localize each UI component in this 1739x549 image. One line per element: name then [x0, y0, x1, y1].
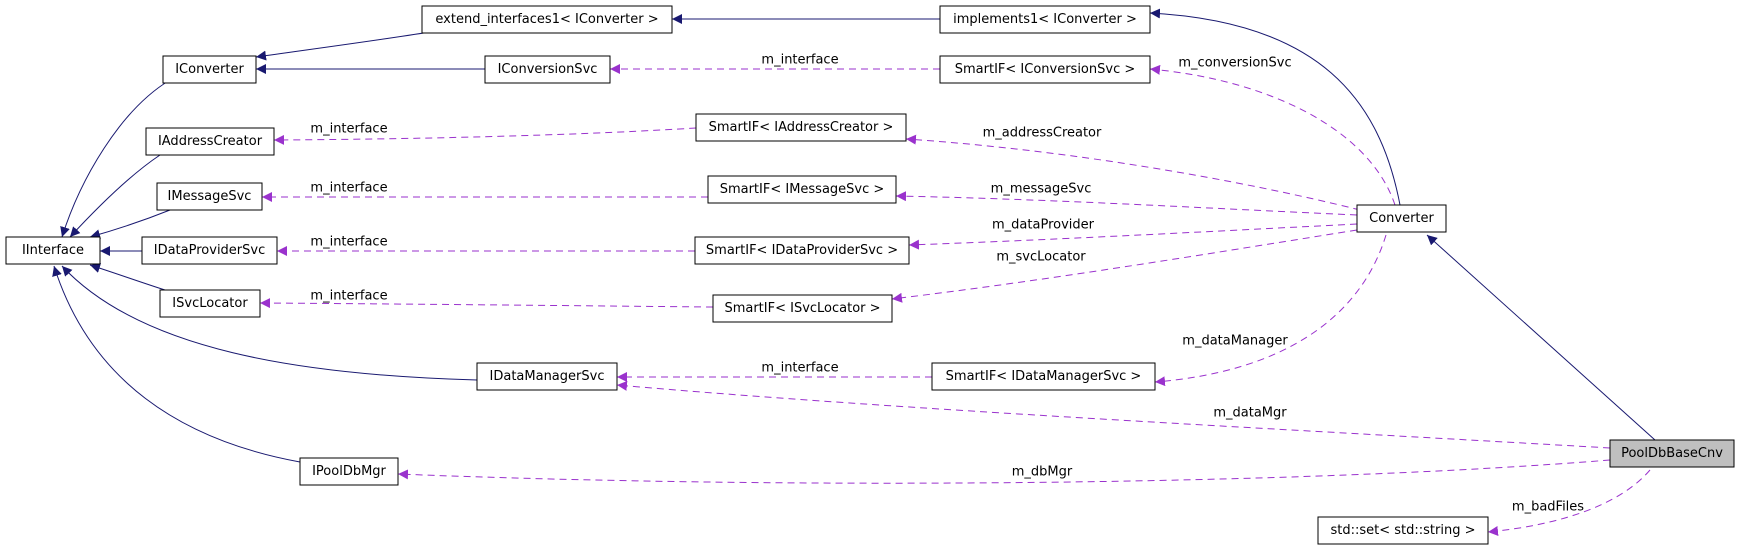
edge-imessagesvc-to-iinterface — [89, 209, 171, 240]
edge-ipooldbmgr-to-iinterface — [52, 265, 301, 463]
edge-label-m-dataprovider: m_dataProvider — [992, 218, 1095, 233]
edge-pooldbbasecnv-to-converter — [1426, 234, 1656, 441]
edge-isvclocator-to-iinterface — [89, 263, 166, 291]
nodes: extend_interfaces1< IConverter > impleme… — [5, 5, 1735, 545]
node-iconverter[interactable]: IConverter — [162, 55, 257, 84]
node-smartif-isvclocator[interactable]: SmartIF< ISvcLocator > — [712, 294, 893, 323]
node-label: ISvcLocator — [172, 296, 248, 311]
edge-iconverter-to-iinterface — [60, 79, 171, 238]
node-idatamanagersvc[interactable]: IDataManagerSvc — [476, 362, 618, 391]
edge-label-m-interface: m_interface — [310, 181, 387, 196]
inheritance-edges — [52, 8, 1656, 463]
node-label: IPoolDbMgr — [312, 464, 386, 479]
edge-smartif-iaddresscreator-to-iaddresscreator — [273, 127, 697, 145]
node-smartif-iaddresscreator[interactable]: SmartIF< IAddressCreator > — [695, 113, 907, 142]
edge-idatamanagersvc-to-iinterface — [61, 265, 478, 381]
edge-label-m-conversionsvc: m_conversionSvc — [1178, 56, 1291, 71]
node-iconversionsvc[interactable]: IConversionSvc — [484, 55, 611, 84]
edge-iaddresscreator-to-iinterface — [69, 154, 161, 238]
node-ipooldbmgr[interactable]: IPoolDbMgr — [299, 457, 399, 486]
node-label: SmartIF< IDataProviderSvc > — [706, 243, 898, 258]
edge-pooldbbasecnv-to-ipooldbmgr — [397, 459, 1611, 484]
edge-pooldbbasecnv-to-idatamanagersvc — [616, 380, 1611, 449]
edge-pooldbbasecnv-to-std-set — [1487, 469, 1651, 537]
node-smartif-idatamanagersvc[interactable]: SmartIF< IDataManagerSvc > — [931, 362, 1156, 391]
node-idataprovidersvc[interactable]: IDataProviderSvc — [141, 236, 278, 265]
node-smartif-imessagesvc[interactable]: SmartIF< IMessageSvc > — [707, 175, 897, 204]
node-label: std::set< std::string > — [1331, 523, 1476, 538]
edge-label-m-datamgr: m_dataMgr — [1213, 406, 1287, 421]
edge-label-m-dbmgr: m_dbMgr — [1012, 465, 1073, 480]
node-label: Converter — [1369, 211, 1434, 226]
edge-converter-to-implements1 — [1149, 8, 1401, 206]
edge-converter-to-smartif-idatamanagersvc — [1154, 234, 1387, 387]
node-converter[interactable]: Converter — [1356, 204, 1447, 233]
usage-edges — [259, 64, 1651, 537]
node-imessagesvc[interactable]: IMessageSvc — [156, 182, 263, 211]
edge-label-m-interface: m_interface — [310, 122, 387, 137]
node-implements1[interactable]: implements1< IConverter > — [939, 5, 1151, 34]
edge-converter-to-smartif-iconversionsvc — [1149, 64, 1396, 206]
node-label: IDataProviderSvc — [154, 243, 266, 258]
edge-label-m-interface: m_interface — [761, 361, 838, 376]
node-label: PoolDbBaseCnv — [1621, 446, 1723, 461]
edge-converter-to-smartif-imessagesvc — [895, 191, 1358, 216]
edge-converter-to-smartif-iaddresscreator — [905, 134, 1361, 211]
node-label: IMessageSvc — [168, 189, 252, 204]
edge-label-m-badfiles: m_badFiles — [1512, 500, 1584, 515]
edge-labels: m_interface m_conversionSvc m_interface … — [310, 53, 1584, 515]
node-label: SmartIF< IConversionSvc > — [955, 62, 1136, 77]
edge-label-m-addresscreator: m_addressCreator — [983, 126, 1102, 141]
node-std-set[interactable]: std::set< std::string > — [1317, 516, 1489, 545]
edge-converter-to-smartif-isvclocator — [891, 229, 1358, 303]
node-label: IConversionSvc — [498, 62, 598, 77]
edge-label-m-interface: m_interface — [310, 235, 387, 250]
node-label: SmartIF< IMessageSvc > — [720, 182, 885, 197]
node-label: SmartIF< ISvcLocator > — [724, 301, 880, 316]
node-pooldbbasecnv[interactable]: PoolDbBaseCnv — [1609, 439, 1735, 468]
node-iinterface[interactable]: IInterface — [5, 236, 101, 265]
node-smartif-idataprovidersvc[interactable]: SmartIF< IDataProviderSvc > — [694, 236, 910, 265]
node-label: IDataManagerSvc — [490, 369, 605, 384]
node-isvclocator[interactable]: ISvcLocator — [159, 289, 261, 318]
node-label: extend_interfaces1< IConverter > — [435, 12, 658, 27]
edge-converter-to-smartif-idataprovidersvc — [908, 223, 1358, 250]
node-label: IInterface — [22, 243, 84, 258]
node-label: IAddressCreator — [158, 134, 263, 149]
edge-label-m-datamanager: m_dataManager — [1182, 334, 1288, 349]
edge-label-m-svclocator: m_svcLocator — [996, 250, 1086, 265]
edge-label-m-interface: m_interface — [761, 53, 838, 68]
node-extend-interfaces1[interactable]: extend_interfaces1< IConverter > — [421, 5, 673, 34]
node-label: SmartIF< IAddressCreator > — [709, 120, 894, 135]
node-label: IConverter — [175, 62, 244, 77]
edge-label-m-messagesvc: m_messageSvc — [991, 182, 1092, 197]
node-smartif-iconversionsvc[interactable]: SmartIF< IConversionSvc > — [939, 55, 1151, 84]
edge-smartif-isvclocator-to-isvclocator — [259, 298, 714, 309]
edge-label-m-interface: m_interface — [310, 289, 387, 304]
node-iaddresscreator[interactable]: IAddressCreator — [145, 127, 275, 156]
edge-extend-interfaces1-to-iconverter — [255, 31, 431, 61]
node-label: implements1< IConverter > — [953, 12, 1137, 27]
node-label: SmartIF< IDataManagerSvc > — [946, 369, 1142, 384]
